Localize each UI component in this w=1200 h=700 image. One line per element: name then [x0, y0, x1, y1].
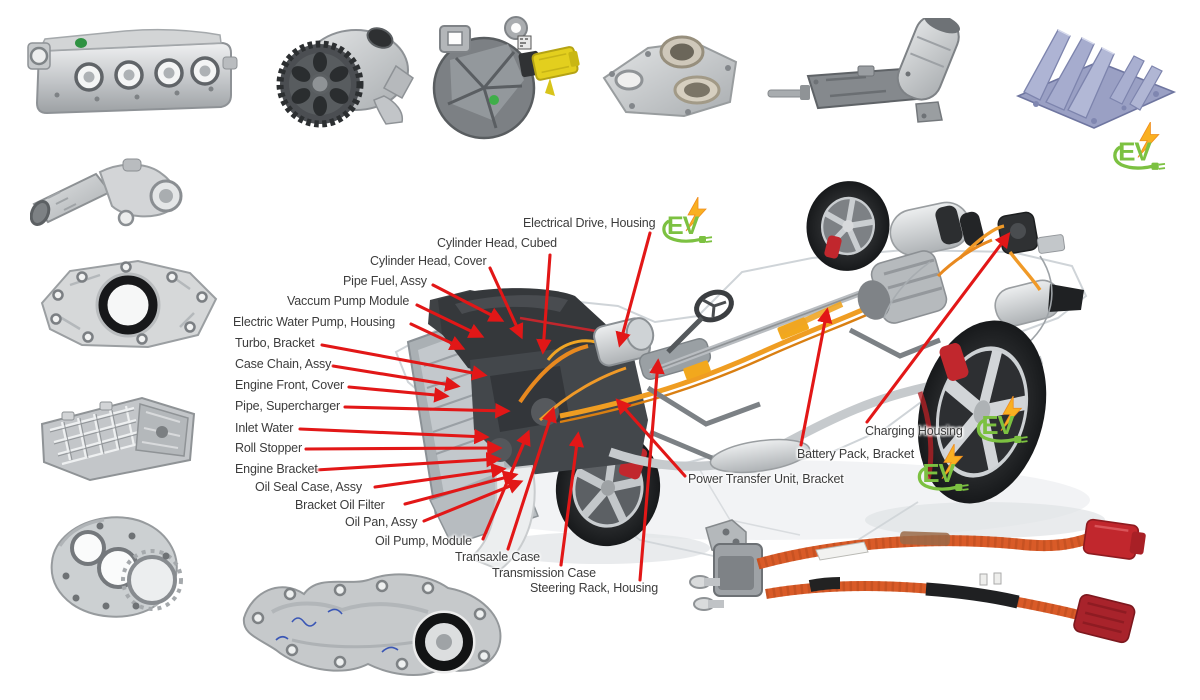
callout-label-engine-bracket: Engine Bracket [235, 462, 318, 476]
rear-brake-caliper [939, 343, 969, 381]
ev-logo-text: EV [982, 412, 1015, 440]
electric-drive-unit [593, 317, 712, 380]
callout-label-bracket-oil-filter: Bracket Oil Filter [295, 498, 385, 512]
plug-cable-icon [662, 219, 701, 243]
callout-label-battery-pack-bracket: Battery Pack, Bracket [797, 447, 915, 461]
vacuum-pump-photo [432, 16, 580, 140]
callout-label-oil-pump-module: Oil Pump, Module [375, 534, 472, 548]
callout-label-cylinder-head-cubed: Cylinder Head, Cubed [437, 236, 557, 250]
ev-logo: EV [917, 444, 969, 491]
ev-logo-text: EV [923, 460, 956, 488]
callout-arrow-case-chain-assy [331, 364, 461, 392]
callout-arrow-bracket-oil-filter [403, 470, 519, 506]
front-brake-caliper [618, 444, 648, 480]
engine [428, 288, 648, 572]
callout-arrow-oil-pan-assy [422, 479, 524, 523]
callout-label-pipe-fuel-assy: Pipe Fuel, Assy [343, 274, 427, 288]
charging-unit [883, 211, 1066, 349]
callout-arrow-roll-stopper [304, 440, 503, 456]
plug-cable-icon [976, 419, 1016, 443]
ev-logo: EV [662, 197, 713, 243]
callout-arrow-charging-housing [865, 232, 1011, 424]
callout-label-charging-housing: Charging Housing [865, 424, 963, 438]
callout-label-engine-front-cover: Engine Front, Cover [235, 378, 345, 392]
radiator [406, 310, 539, 546]
timing-chain-cover-photo [242, 573, 502, 676]
ev-logo: EV [1113, 122, 1166, 170]
front-wheel [555, 429, 661, 547]
callout-arrow-pipe-fuel-assy [431, 283, 505, 322]
ev-logo-text: EV [1118, 137, 1152, 167]
callout-label-roll-stopper: Roll Stopper [235, 441, 302, 455]
rear-far-brake-caliper [824, 235, 842, 259]
callout-arrow-battery-pack-bracket [799, 307, 833, 447]
callout-arrow-electric-water-pump-housing [409, 322, 466, 350]
callout-arrow-electrical-drive-housing [615, 231, 652, 348]
plug-cable-icon [917, 467, 957, 491]
rear-far-wheel [806, 181, 890, 271]
plug-cable-icon [1113, 145, 1153, 170]
water-outlet-housing-photo [602, 35, 738, 118]
driveshaft [648, 279, 892, 375]
callout-arrow-power-transfer-unit-bracket [615, 398, 687, 478]
rear-drive-unit [857, 250, 948, 324]
lightning-bolt-icon [1137, 122, 1160, 158]
tunnel-hv-cable [559, 297, 887, 424]
callout-arrow-oil-seal-case-assy [373, 462, 507, 489]
callout-label-oil-pan-assy: Oil Pan, Assy [345, 515, 418, 529]
callout-label-inlet-water: Inlet Water [235, 421, 294, 435]
callout-arrow-vaccum-pump-module [415, 303, 485, 338]
transaxle-case-photo [50, 516, 183, 618]
callout-arrow-turbo-bracket [320, 343, 488, 381]
ev-logo: EV [976, 396, 1028, 443]
callout-arrow-inlet-water [298, 427, 490, 445]
hv-cable-assembly-photo [689, 518, 1146, 644]
mount-bracket-photo [767, 18, 960, 123]
callout-arrow-transaxle-case [506, 406, 557, 551]
callout-arrow-cylinder-head-cover [488, 266, 524, 340]
callout-label-steering-rack-housing: Steering Rack, Housing [530, 581, 659, 595]
callout-arrow-engine-front-cover [347, 385, 450, 403]
water-inlet-pipe-photo [30, 158, 183, 227]
lightning-bolt-icon [685, 197, 707, 232]
callout-arrow-engine-bracket [314, 451, 502, 472]
callout-label-turbo-bracket: Turbo, Bracket [235, 336, 315, 350]
callout-arrow-steering-rack-housing [638, 358, 665, 582]
structural-oil-pan-photo [40, 396, 196, 482]
callout-arrow-pipe-supercharger [343, 402, 511, 419]
red-connector-upper [1082, 518, 1146, 560]
callout-label-pipe-supercharger: Pipe, Supercharger [235, 399, 341, 413]
steering-wheel [666, 289, 734, 354]
oil-seal-case-photo [40, 259, 218, 349]
rear-mufflers [889, 201, 1084, 327]
subframe [646, 327, 941, 461]
callout-arrow-cylinder-head-cubed [536, 253, 552, 355]
oil-pump-module-photo [276, 27, 414, 128]
callout-label-electrical-drive-housing: Electrical Drive, Housing [523, 216, 656, 230]
callout-label-cylinder-head-cover: Cylinder Head, Cover [370, 254, 487, 268]
callout-label-oil-seal-case-assy: Oil Seal Case, Assy [255, 480, 362, 494]
red-connector-lower [1073, 594, 1136, 644]
engine-hv-cables [518, 339, 627, 422]
lightning-bolt-icon [941, 444, 964, 479]
callout-arrow-oil-pump-module [481, 429, 531, 541]
callout-label-case-chain-assy: Case Chain, Assy [235, 357, 332, 371]
callout-label-electric-water-pump-housing: Electric Water Pump, Housing [233, 315, 396, 329]
callout-label-vaccum-pump-module: Vaccum Pump Module [287, 294, 410, 308]
cylinder-head-cover-photo [27, 28, 238, 115]
callout-label-power-transfer-unit-bracket: Power Transfer Unit, Bracket [688, 472, 844, 486]
blue-marker-scribbles [275, 608, 399, 653]
finned-housing-cad-photo [1015, 29, 1177, 129]
callout-arrow-transmission-case [559, 431, 585, 567]
ev-logo-text: EV [667, 212, 700, 240]
